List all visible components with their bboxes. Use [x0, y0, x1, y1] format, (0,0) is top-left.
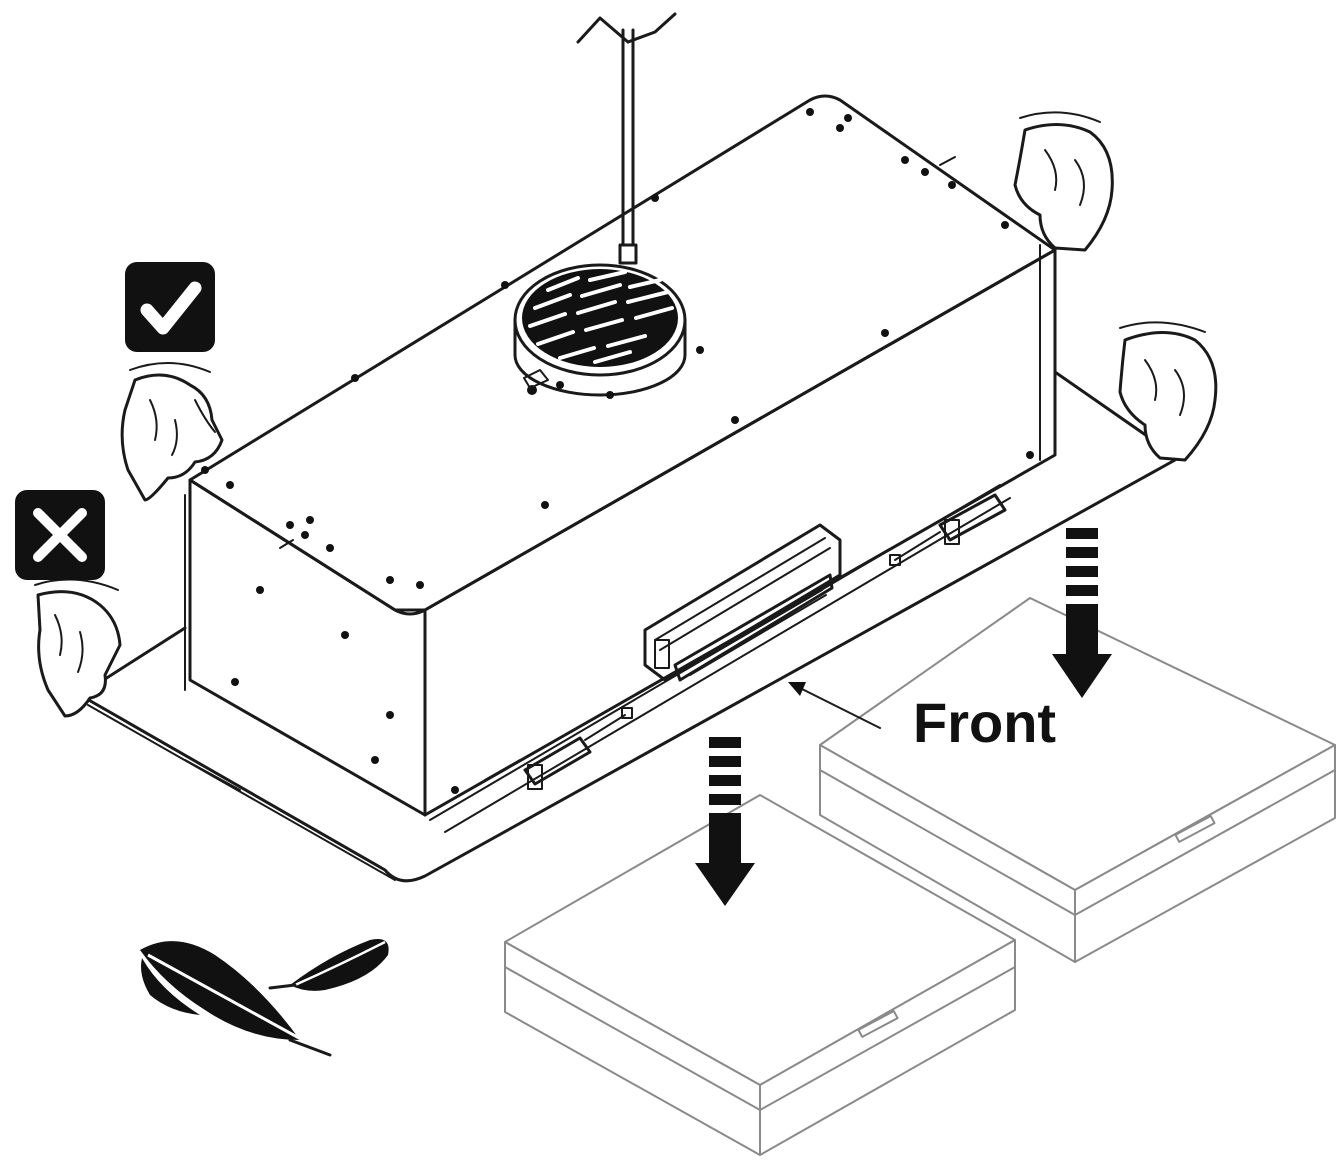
front-indicator: Front: [788, 682, 1056, 754]
down-arrow-left-icon: [695, 737, 755, 906]
feather-small-icon: [268, 939, 389, 991]
hand-right-upper: [1013, 111, 1114, 252]
hand-left-upper: [120, 362, 224, 502]
down-arrow-right-icon: [1052, 528, 1112, 698]
cross-mark-icon: [33, 508, 87, 562]
hand-right-lower: [1118, 321, 1218, 462]
screw-holes: [201, 108, 1034, 794]
support-box-front: [504, 794, 1016, 1156]
hood-body: [184, 94, 1057, 817]
incorrect-badge: [15, 490, 105, 580]
vent-collar: [513, 263, 704, 399]
feather-large-icon: [140, 941, 332, 1057]
support-box-back: [819, 597, 1336, 963]
correct-badge: [125, 262, 215, 352]
check-mark-icon: [140, 281, 202, 335]
light-fixture-right: [889, 493, 1007, 566]
suspension-rod: [576, 12, 677, 265]
hand-left-lower: [34, 578, 122, 718]
control-panel: [643, 523, 842, 682]
light-fixture-left: [484, 707, 633, 790]
front-label: Front: [913, 691, 1056, 754]
